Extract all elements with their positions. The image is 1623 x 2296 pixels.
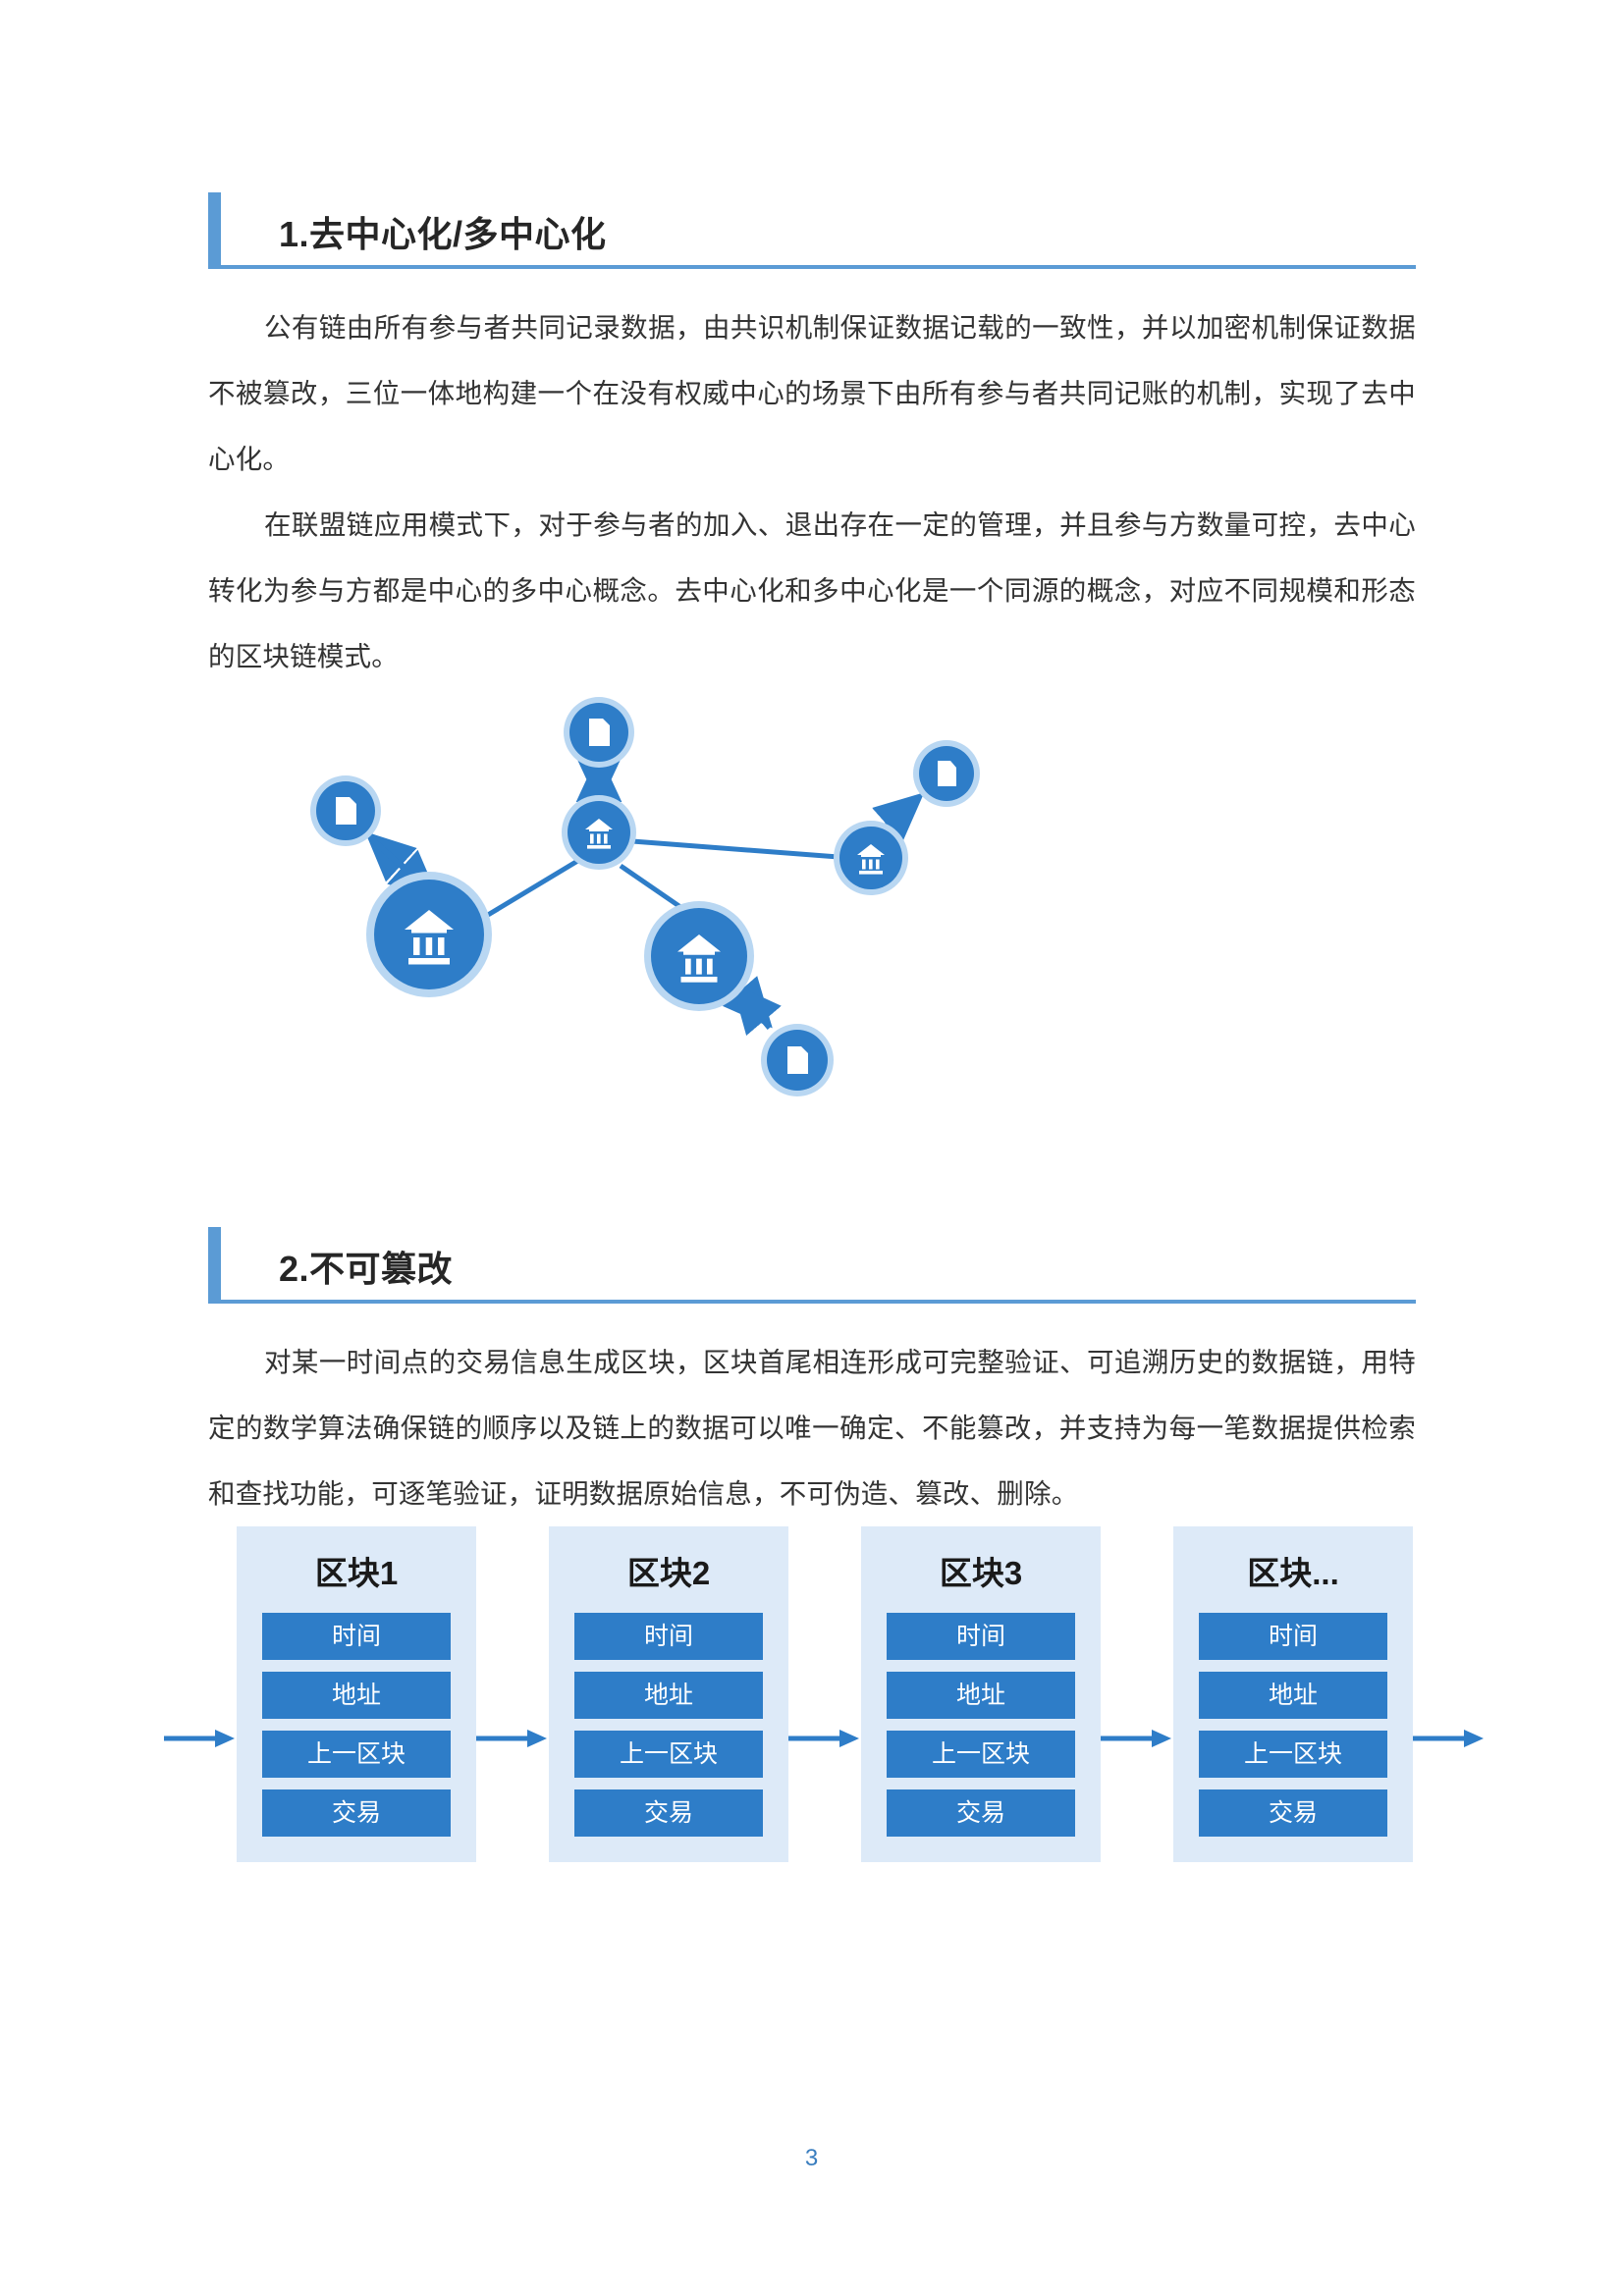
block-field: 时间 xyxy=(262,1613,451,1660)
block-field: 上一区块 xyxy=(887,1731,1075,1778)
network-node-bank-center xyxy=(562,795,636,870)
network-node-doc-right xyxy=(913,740,980,807)
chain-arrow-out xyxy=(1413,1526,1486,1909)
document-icon xyxy=(787,1046,808,1074)
block-field: 时间 xyxy=(887,1613,1075,1660)
network-node-bank-right xyxy=(834,821,908,895)
decentralized-network-diagram xyxy=(208,689,1416,1180)
page-number: 3 xyxy=(804,2145,819,2171)
section-heading-1: 1.去中心化/多中心化 xyxy=(208,192,1416,269)
heading-accent-bar xyxy=(208,192,221,269)
document-icon xyxy=(336,797,356,825)
document-icon xyxy=(938,761,956,786)
bank-icon xyxy=(857,844,885,875)
heading-accent-bar xyxy=(208,1227,221,1304)
page-content-column: 1.去中心化/多中心化 公有链由所有参与者共同记录数据，由共识机制保证数据记载的… xyxy=(164,0,1484,2296)
block-field: 交易 xyxy=(262,1789,451,1837)
chain-arrow-link xyxy=(1101,1526,1173,1909)
paragraph-2-1: 对某一时间点的交易信息生成区块，区块首尾相连形成可完整验证、可追溯历史的数据链，… xyxy=(208,1347,1416,1509)
chain-arrow-link xyxy=(788,1526,861,1909)
network-node-doc-bottom xyxy=(761,1024,834,1096)
block-card: 区块3 时间地址上一区块交易 xyxy=(861,1526,1101,1862)
block-title: 区块2 xyxy=(626,1555,711,1591)
network-node-doc-top xyxy=(564,697,634,768)
block-card: 区块2 时间地址上一区块交易 xyxy=(549,1526,788,1862)
chain-arrow-in xyxy=(164,1526,237,1909)
block-card: 区块... 时间地址上一区块交易 xyxy=(1173,1526,1413,1862)
network-node-bank-mid xyxy=(644,901,754,1011)
bank-icon xyxy=(585,819,613,849)
section-title-2: 2.不可篡改 xyxy=(279,1249,454,1289)
heading-rule xyxy=(208,265,1416,269)
block-field: 交易 xyxy=(574,1789,763,1837)
paragraph-1-2: 在联盟链应用模式下，对于参与者的加入、退出存在一定的管理，并且参与方数量可控，去… xyxy=(208,509,1416,671)
section-heading-2: 2.不可篡改 xyxy=(208,1227,1416,1304)
block-title: 区块3 xyxy=(939,1555,1023,1591)
document-icon xyxy=(589,719,610,746)
network-links xyxy=(486,838,852,923)
network-node-doc-left xyxy=(310,775,381,846)
block-field: 时间 xyxy=(574,1613,763,1660)
block-title: 区块1 xyxy=(314,1555,399,1591)
heading-rule xyxy=(208,1300,1416,1304)
block-card: 区块1 时间地址上一区块交易 xyxy=(237,1526,476,1862)
block-field: 交易 xyxy=(887,1789,1075,1837)
arrow-docbottom-bankmid xyxy=(731,983,782,1037)
paragraph-1-1: 公有链由所有参与者共同记录数据，由共识机制保证数据记载的一致性，并以加密机制保证… xyxy=(208,312,1416,474)
link-center-bankright xyxy=(631,838,852,861)
block-field: 时间 xyxy=(1199,1613,1387,1660)
block-field: 上一区块 xyxy=(574,1731,763,1778)
block-field: 地址 xyxy=(574,1672,763,1719)
block-field: 地址 xyxy=(887,1672,1075,1719)
block-field: 交易 xyxy=(1199,1789,1387,1837)
chain-arrow-link xyxy=(476,1526,549,1909)
block-field: 地址 xyxy=(262,1672,451,1719)
block-field: 上一区块 xyxy=(262,1731,451,1778)
bank-icon xyxy=(405,910,454,965)
arrow-bankright-docright xyxy=(872,792,925,843)
block-field: 地址 xyxy=(1199,1672,1387,1719)
network-node-bank-left xyxy=(366,872,492,997)
bank-icon xyxy=(677,934,721,983)
block-title: 区块... xyxy=(1247,1555,1339,1591)
section-title-1: 1.去中心化/多中心化 xyxy=(279,214,607,254)
block-field: 上一区块 xyxy=(1199,1731,1387,1778)
